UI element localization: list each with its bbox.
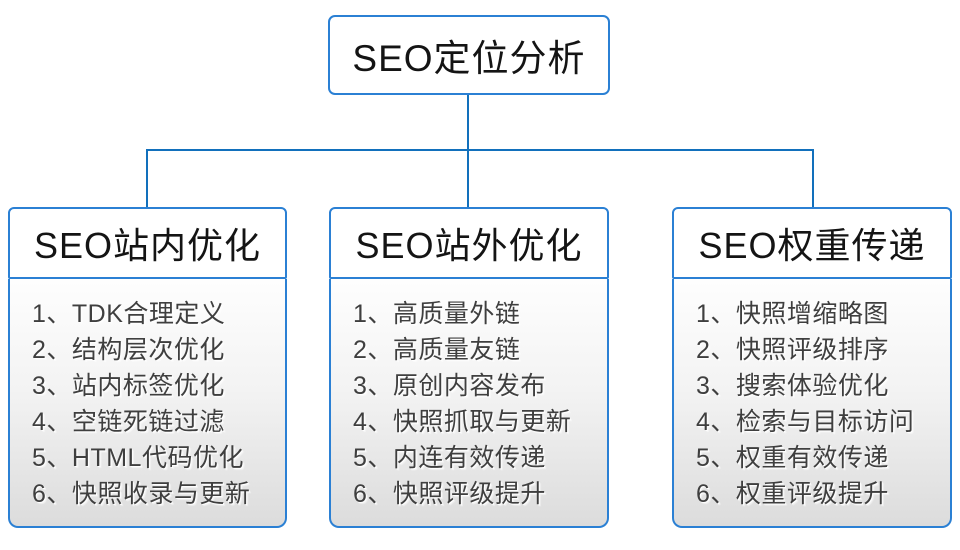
column-onsite-header: SEO站内优化 — [8, 207, 287, 279]
list-item: 4、快照抓取与更新 — [353, 408, 572, 436]
connector-drop-left — [146, 149, 148, 208]
list-item: 3、原创内容发布 — [353, 372, 546, 400]
list-item: 6、权重评级提升 — [696, 480, 889, 508]
list-item: 5、HTML代码优化 — [32, 444, 244, 472]
column-weight-header: SEO权重传递 — [672, 207, 952, 279]
list-item: 3、站内标签优化 — [32, 372, 225, 400]
list-item: 3、搜索体验优化 — [696, 372, 889, 400]
connector-horizontal-bar — [146, 149, 814, 151]
list-item: 6、快照收录与更新 — [32, 480, 251, 508]
column-onsite-list: 1、TDK合理定义 2、结构层次优化 3、站内标签优化 4、空链死链过滤 5、H… — [8, 279, 287, 528]
list-item: 2、快照评级排序 — [696, 336, 889, 364]
list-item: 4、检索与目标访问 — [696, 408, 915, 436]
list-item: 5、内连有效传递 — [353, 444, 546, 472]
column-onsite-optimization: SEO站内优化 1、TDK合理定义 2、结构层次优化 3、站内标签优化 4、空链… — [8, 207, 287, 528]
list-item: 2、结构层次优化 — [32, 336, 225, 364]
column-offsite-title: SEO站外优化 — [355, 225, 583, 266]
column-weight-transfer: SEO权重传递 1、快照增缩略图 2、快照评级排序 3、搜索体验优化 4、检索与… — [672, 207, 952, 528]
column-onsite-title: SEO站内优化 — [33, 225, 262, 266]
list-item: 1、高质量外链 — [353, 300, 521, 328]
list-item: 5、权重有效传递 — [696, 444, 889, 472]
list-item: 4、空链死链过滤 — [32, 408, 225, 436]
list-item: 2、高质量友链 — [353, 336, 521, 364]
column-offsite-list: 1、高质量外链 2、高质量友链 3、原创内容发布 4、快照抓取与更新 5、内连有… — [329, 279, 609, 528]
root-node-seo-positioning-analysis: SEO定位分析 — [328, 15, 610, 95]
column-offsite-header: SEO站外优化 — [329, 207, 609, 279]
connector-vertical-center — [467, 95, 469, 208]
list-item: 1、快照增缩略图 — [696, 300, 889, 328]
list-item: 1、TDK合理定义 — [32, 300, 226, 328]
connector-drop-right — [812, 149, 814, 208]
column-weight-list: 1、快照增缩略图 2、快照评级排序 3、搜索体验优化 4、检索与目标访问 5、权… — [672, 279, 952, 528]
list-item: 6、快照评级提升 — [353, 480, 546, 508]
column-weight-title: SEO权重传递 — [698, 225, 926, 266]
root-node-label: SEO定位分析 — [352, 38, 586, 79]
column-offsite-optimization: SEO站外优化 1、高质量外链 2、高质量友链 3、原创内容发布 4、快照抓取与… — [329, 207, 609, 528]
